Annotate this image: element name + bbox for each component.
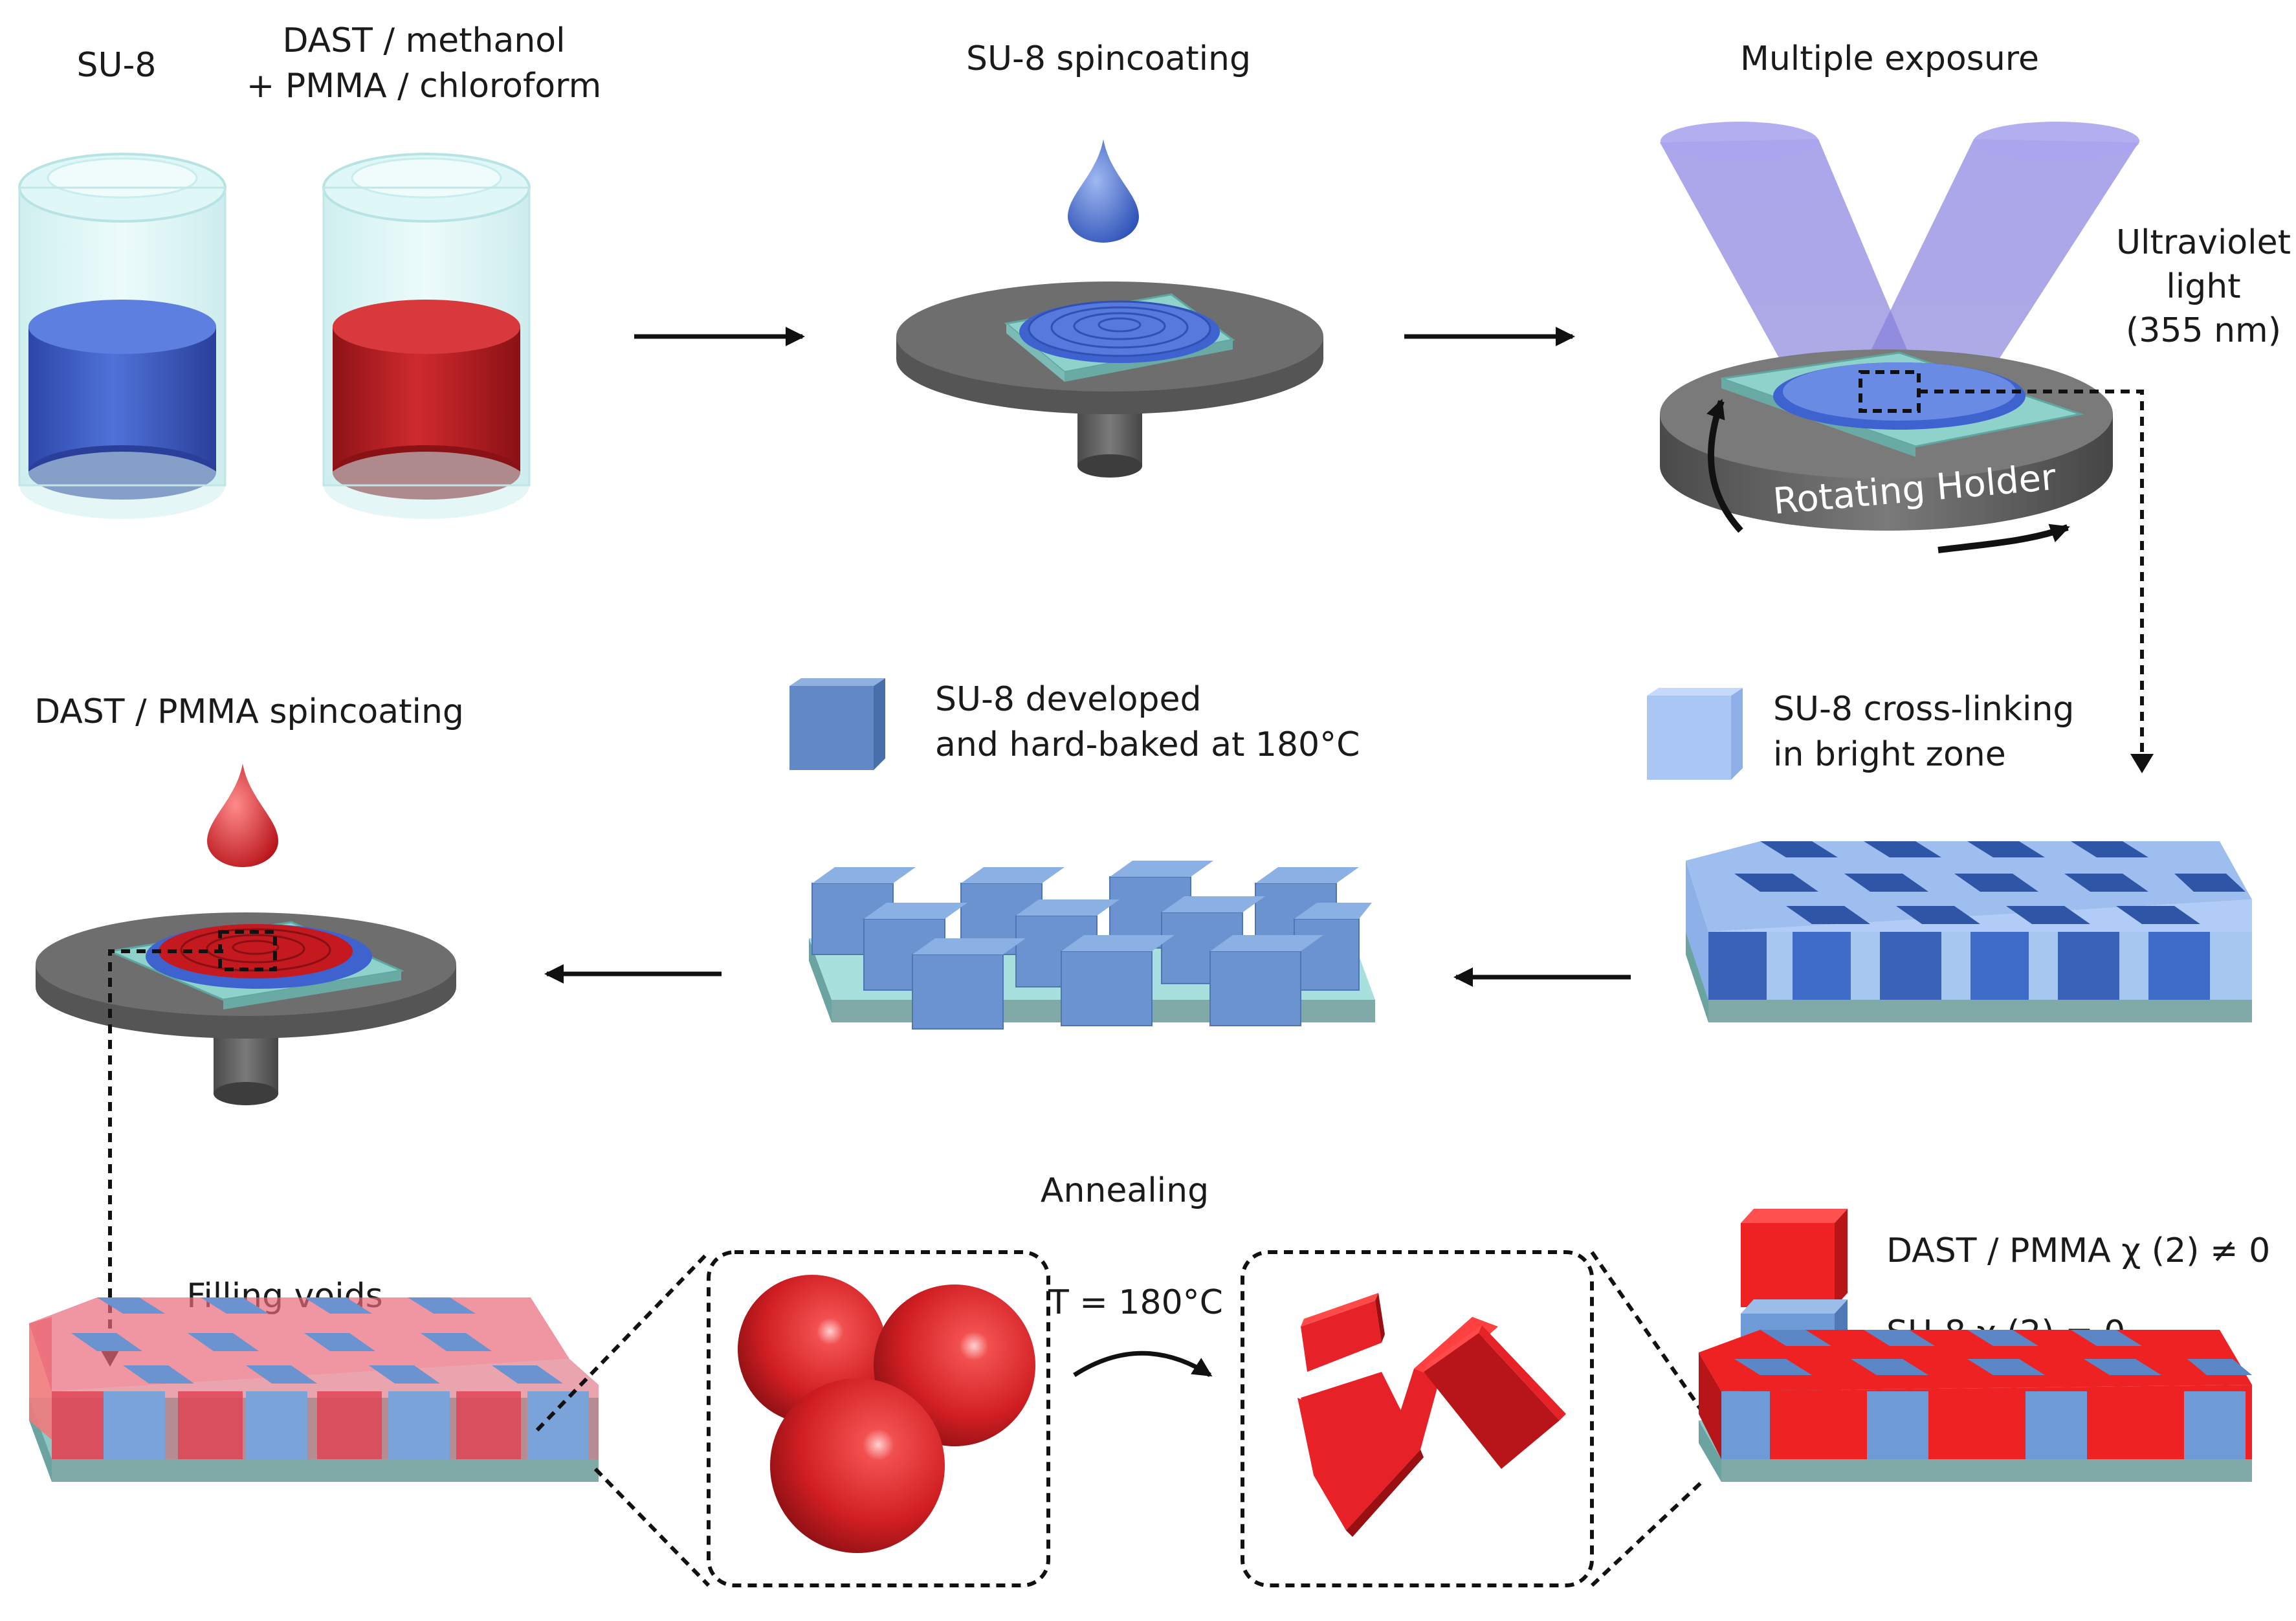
zoom-box-before <box>707 1250 1050 1587</box>
uv-label-line3: (355 nm) <box>2126 311 2281 350</box>
zoom-line <box>535 1250 711 1432</box>
dashed-arrow-down <box>1919 390 2144 760</box>
uv-light-beams <box>1660 122 2139 388</box>
zoom-line <box>1590 1480 1704 1587</box>
rotation-arrow-bottom <box>1937 524 2070 553</box>
zoom-line <box>1590 1251 1710 1422</box>
zoom-box-after <box>1241 1250 1594 1587</box>
droplet-icon <box>207 764 278 867</box>
dast-solution-label-line1: DAST / methanol <box>282 21 565 60</box>
dast-legend-cube-icon <box>1741 1209 1848 1307</box>
dast-spincoater <box>36 912 456 1105</box>
developed-label-line2: and hard-baked at 180°C <box>935 725 1360 764</box>
rotating-holder <box>1660 349 2113 531</box>
temperature-label: T = 180°C <box>1048 1283 1223 1322</box>
developed-cube-icon <box>789 678 885 770</box>
crosslink-label-line2: in bright zone <box>1773 735 2006 774</box>
annealing-title: Annealing <box>1041 1171 1209 1210</box>
su8-label: SU-8 <box>77 46 157 85</box>
dast-vial-icon <box>322 153 531 519</box>
dast-pmma-spincoating-title: DAST / PMMA spincoating <box>34 692 464 731</box>
crosslink-label-line1: SU-8 cross-linking <box>1773 690 2074 729</box>
dashed-arrow-down <box>108 949 223 1349</box>
dast-solution-label-line2: + PMMA / chloroform <box>247 67 601 105</box>
sphere-icon-group <box>738 1275 1035 1553</box>
filled-grid-left <box>29 1297 599 1482</box>
uv-label-line1: Ultraviolet <box>2116 223 2291 262</box>
su8-vial-icon <box>18 153 226 519</box>
zoom-line <box>593 1467 711 1587</box>
final-grid-right <box>1699 1330 2252 1482</box>
su8-spincoating-title: SU-8 spincoating <box>966 39 1251 78</box>
rotation-arrow-left <box>1706 399 1743 533</box>
developed-label-line1: SU-8 developed <box>935 680 1201 719</box>
droplet-icon <box>1068 139 1139 243</box>
crosslink-cube-icon <box>1647 688 1743 780</box>
multiple-exposure-title: Multiple exposure <box>1740 39 2039 78</box>
annealing-arrow-icon <box>1073 1351 1213 1377</box>
crystal-plates <box>1297 1293 1566 1537</box>
crosslinked-su8-grid <box>1686 841 2252 1022</box>
developed-su8-grid <box>809 861 1375 1030</box>
arrow-down-icon <box>2130 754 2154 773</box>
uv-label-line2: light <box>2166 267 2240 306</box>
su8-spincoater <box>896 281 1323 478</box>
legend-dast-label: DAST / PMMA χ (2) ≠ 0 <box>1886 1231 2270 1270</box>
